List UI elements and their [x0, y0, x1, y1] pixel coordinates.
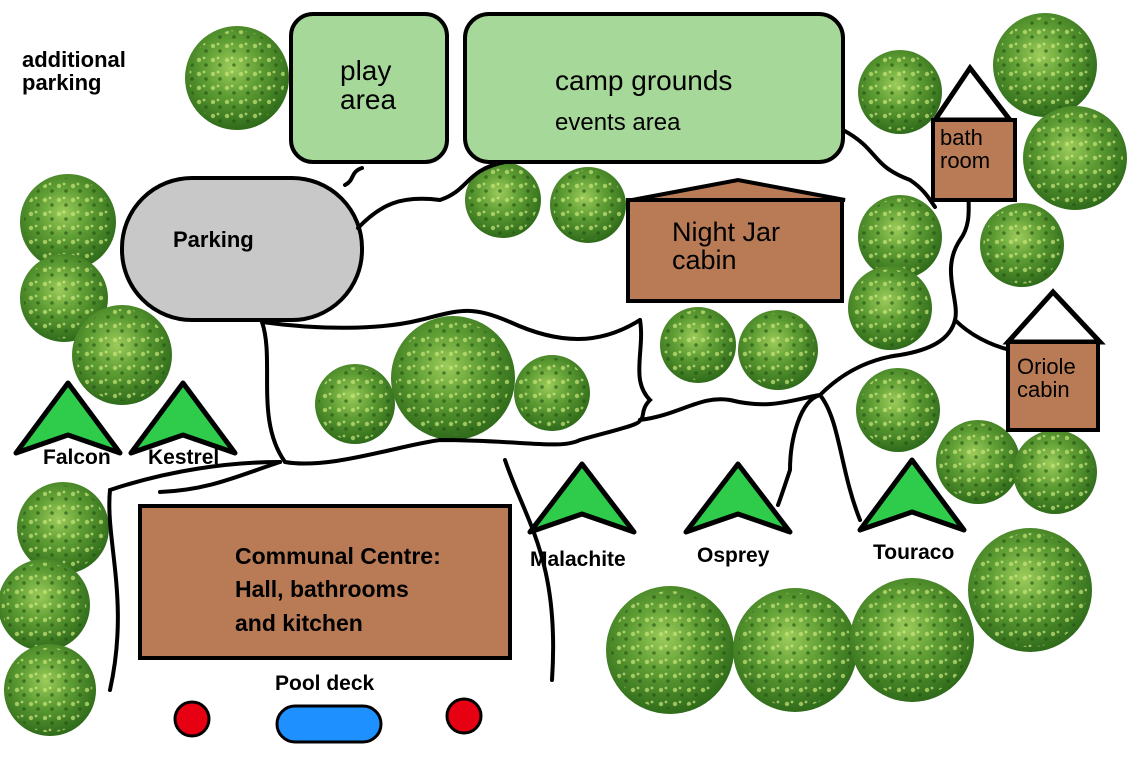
- bush: [856, 368, 940, 452]
- bushes: [0, 13, 1127, 736]
- bush: [850, 578, 974, 702]
- tent-label-kestrel: Kestrel: [148, 446, 220, 469]
- marker-right: [445, 697, 483, 735]
- bush: [858, 195, 942, 279]
- oriole-cabin: [1002, 288, 1106, 432]
- play-area: [289, 12, 449, 164]
- bush: [858, 50, 942, 134]
- bush: [20, 254, 108, 342]
- parking-label: Parking: [173, 227, 254, 252]
- tent-icon-osprey: [683, 461, 793, 535]
- bush: [848, 266, 932, 350]
- bush: [0, 559, 90, 651]
- communal-centre-label: Communal Centre: Hall, bathrooms and kit…: [235, 543, 441, 636]
- camp-grounds-label: camp grounds: [555, 65, 733, 96]
- bush: [20, 174, 116, 270]
- events-area-label: events area: [555, 109, 681, 136]
- footpaths: [107, 128, 1012, 692]
- bush: [185, 26, 289, 130]
- tents: [13, 380, 967, 535]
- bush: [968, 528, 1092, 652]
- night-jar-cabin: [626, 177, 846, 303]
- bush: [993, 13, 1097, 117]
- parking-lot: [120, 176, 364, 322]
- bath-room-label: bath room: [940, 125, 991, 174]
- bush: [550, 167, 626, 243]
- bush: [465, 162, 541, 238]
- bush: [17, 482, 109, 574]
- bush: [72, 305, 172, 405]
- tent-label-osprey: Osprey: [697, 544, 770, 567]
- bush: [315, 364, 395, 444]
- bush: [936, 420, 1020, 504]
- marker-left: [173, 700, 211, 738]
- tent-label-malachite: Malachite: [530, 548, 626, 571]
- tent-icon-kestrel: [128, 380, 238, 456]
- bush: [738, 310, 818, 390]
- pool: [275, 704, 383, 744]
- bush: [514, 355, 590, 431]
- play-area-label: play area: [340, 55, 397, 116]
- communal-centre: [138, 504, 512, 660]
- bush: [1023, 106, 1127, 210]
- bush: [391, 316, 515, 440]
- tent-icon-falcon: [13, 380, 123, 456]
- night-jar-label: Night Jar cabin: [672, 217, 781, 276]
- camp-grounds-events-area: [463, 12, 845, 164]
- oriole-label: Oriole cabin: [1017, 354, 1076, 403]
- tent-label-touraco: Touraco: [873, 541, 955, 564]
- bush: [4, 644, 96, 736]
- tent-icon-touraco: [857, 457, 967, 533]
- pool-deck-label: Pool deck: [275, 672, 375, 695]
- bath-room-hut: [930, 63, 1017, 202]
- tent-icon-malachite: [527, 461, 637, 535]
- bush: [980, 203, 1064, 287]
- bush: [660, 307, 736, 383]
- tent-label-falcon: Falcon: [43, 446, 111, 469]
- bush: [733, 588, 857, 712]
- bush: [1013, 430, 1097, 514]
- additional-parking-label: additional parking: [22, 47, 126, 96]
- bush: [606, 586, 734, 714]
